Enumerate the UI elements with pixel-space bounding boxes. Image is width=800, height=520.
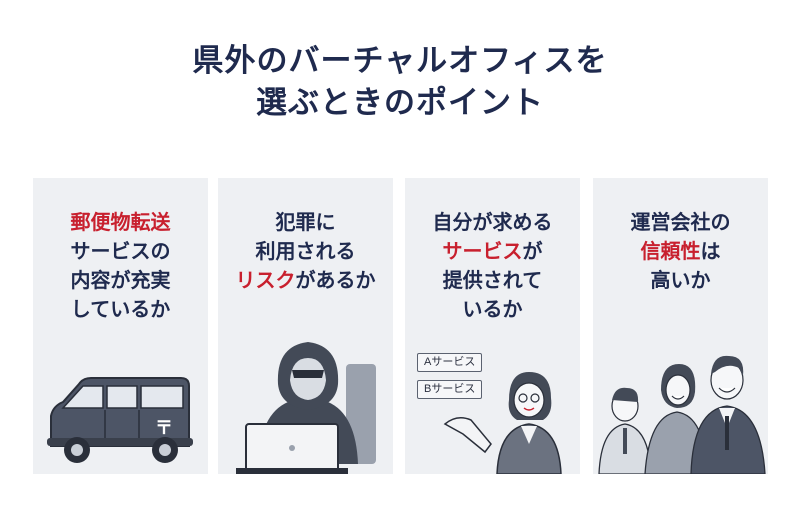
point-card-crime-risk: 犯罪に 利用される リスクがあるか (218, 178, 393, 474)
title-line-1: 県外のバーチャルオフィスを (192, 43, 608, 79)
card-caption: 郵便物転送 サービスの 内容が充実 しているか (33, 208, 208, 324)
business-team-icon (598, 355, 766, 474)
caption-rest: があるか (295, 268, 376, 292)
caption-line: 提供されて (442, 268, 543, 292)
caption-line: 利用される (255, 239, 356, 263)
caption-highlight: リスク (235, 268, 296, 292)
caption-line: 内容が充実 (70, 268, 171, 292)
card-caption: 自分が求める サービスが 提供されて いるか (405, 208, 580, 324)
service-b-chip: Bサービス (417, 380, 483, 399)
svg-text:〒: 〒 (155, 418, 173, 439)
hooded-hacker-icon (236, 342, 376, 474)
caption-rest: は (700, 239, 721, 263)
caption-line: 運営会社の (630, 210, 731, 234)
caption-line: 高いか (650, 268, 711, 292)
caption-line: サービスの (70, 239, 171, 263)
caption-line: しているか (70, 297, 171, 321)
title-line-2: 選ぶときのポイント (256, 85, 544, 121)
caption-line: いるか (462, 297, 523, 321)
point-card-mail-forwarding: 郵便物転送 サービスの 内容が充実 しているか 〒 (33, 178, 208, 474)
card-caption: 運営会社の 信頼性は 高いか (593, 208, 768, 295)
card-caption: 犯罪に 利用される リスクがあるか (218, 208, 393, 295)
caption-line: 犯罪に (275, 210, 336, 234)
page-title: 県外のバーチャルオフィスを 選ぶときのポイント (0, 40, 800, 124)
caption-highlight: サービス (442, 239, 523, 263)
caption-highlight: 信頼性 (640, 239, 701, 263)
service-a-chip: Aサービス (417, 353, 483, 372)
caption-highlight: 郵便物転送 (70, 210, 171, 234)
caption-rest: が (522, 239, 543, 263)
point-card-service-fit: 自分が求める サービスが 提供されて いるか Aサービス Bサービス (405, 178, 580, 474)
mail-van-icon: 〒 (47, 377, 193, 463)
caption-line: 自分が求める (432, 210, 553, 234)
point-card-company-trust: 運営会社の 信頼性は 高いか (593, 178, 768, 474)
presenting-woman-icon (443, 372, 562, 474)
